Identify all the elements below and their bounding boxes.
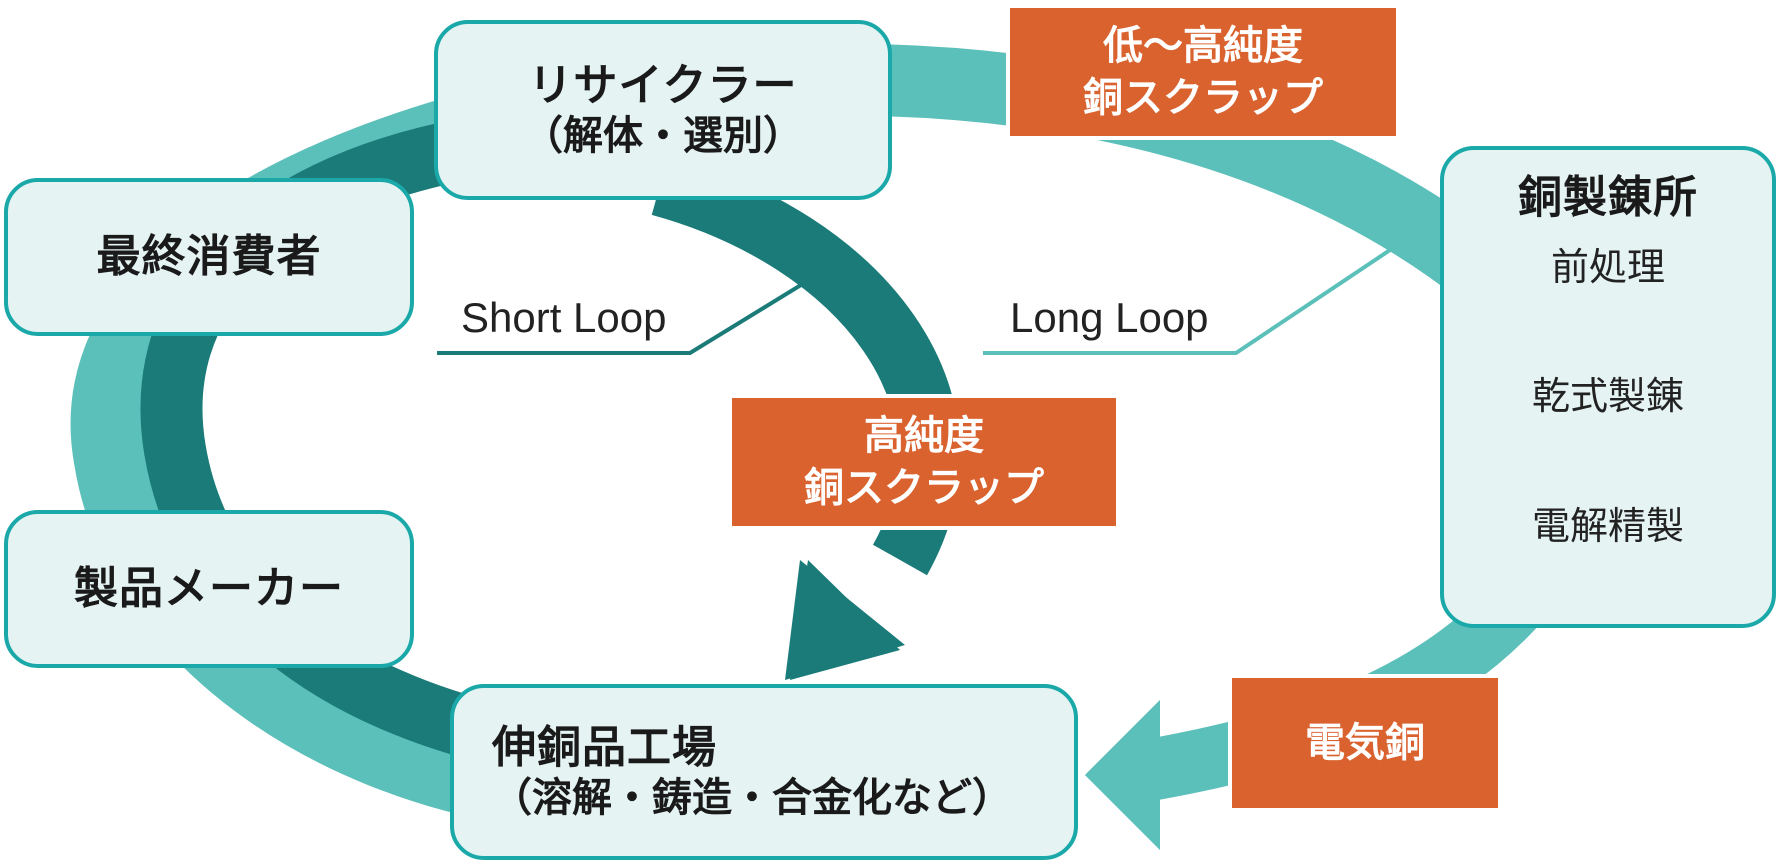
high-purity-line2: 銅スクラップ	[804, 465, 1044, 511]
smelter-step-pyrometallurgy: 乾式製錬	[1531, 374, 1684, 419]
recycler-box: リサイクラー （解体・選別）	[434, 20, 892, 200]
mill-box: 伸銅品工場 （溶解・鋳造・合金化など）	[450, 684, 1078, 860]
low-high-purity-line1: 低～高純度	[1103, 23, 1303, 69]
maker-title: 製品メーカー	[74, 562, 344, 614]
recycler-title: リサイクラー	[528, 59, 798, 111]
consumer-box: 最終消費者	[4, 178, 414, 336]
short-loop-arrowhead-main	[785, 560, 905, 680]
smelter-title: 銅製錬所	[1518, 172, 1698, 223]
high-purity-line1: 高純度	[864, 413, 984, 459]
mill-title: 伸銅品工場	[492, 721, 717, 773]
consumer-title: 最終消費者	[96, 230, 322, 282]
long-loop-arrow-tip	[1085, 700, 1160, 850]
smelter-step-electrorefining: 電解精製	[1531, 503, 1684, 548]
recycler-subtitle: （解体・選別）	[523, 113, 803, 160]
low-high-purity-line2: 銅スクラップ	[1083, 75, 1323, 121]
smelter-step-pretreatment: 前処理	[1550, 244, 1665, 289]
short-loop-leader	[437, 256, 847, 355]
electrolytic-copper-tag: 電気銅	[1228, 674, 1502, 812]
low-high-purity-scrap-tag: 低～高純度 銅スクラップ	[1006, 4, 1400, 140]
high-purity-scrap-tag: 高純度 銅スクラップ	[728, 394, 1120, 530]
electrolytic-copper-label: 電気銅	[1305, 720, 1425, 766]
smelter-box: 銅製錬所 前処理 乾式製錬 電解精製	[1440, 146, 1776, 628]
long-loop-leader	[983, 238, 1407, 355]
short-loop-label: Short Loop	[461, 294, 667, 341]
maker-box: 製品メーカー	[4, 510, 414, 668]
smelter-steps: 前処理 乾式製錬 電解精製	[1532, 225, 1684, 550]
long-loop-label: Long Loop	[1010, 294, 1209, 341]
mill-subtitle: （溶解・鋳造・合金化など）	[492, 775, 1012, 822]
